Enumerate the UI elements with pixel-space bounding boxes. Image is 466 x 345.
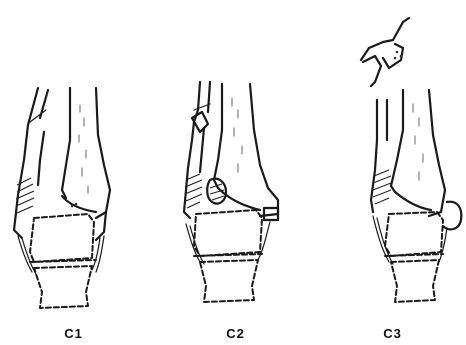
caption-c3: C3 [315,326,466,341]
c3-talus [385,212,443,256]
c3-tibia [391,90,403,192]
c3-ligaments [373,216,447,264]
panel-c3: C3 [311,0,466,345]
c2-calcaneus [200,260,258,302]
c2-talus [194,210,262,256]
c1-tibia [62,88,70,198]
c3-ankle-drawing [311,0,466,345]
c1-talus [30,214,94,262]
c2-tibia [214,84,222,188]
c3-fibula [371,100,377,212]
panel-c2: C2 [160,0,315,345]
c1-ankle-drawing [0,0,155,345]
c1-calcaneus [34,266,92,308]
c2-fibula [184,82,200,218]
caption-c1: C1 [0,326,151,341]
c2-ligaments [186,222,270,264]
c3-lateral-malleolus-hatch [373,170,391,204]
c3-calcaneus [391,260,439,302]
caption-c2: C2 [158,326,313,341]
c2-ankle-drawing [160,0,315,345]
c2-lateral-malleolus-hatch [185,174,202,208]
c3-medial-fragment [443,202,461,230]
c1-fibula [14,88,38,238]
panel-c1: C1 [0,0,155,345]
c2-posterior-fragment [207,179,226,204]
